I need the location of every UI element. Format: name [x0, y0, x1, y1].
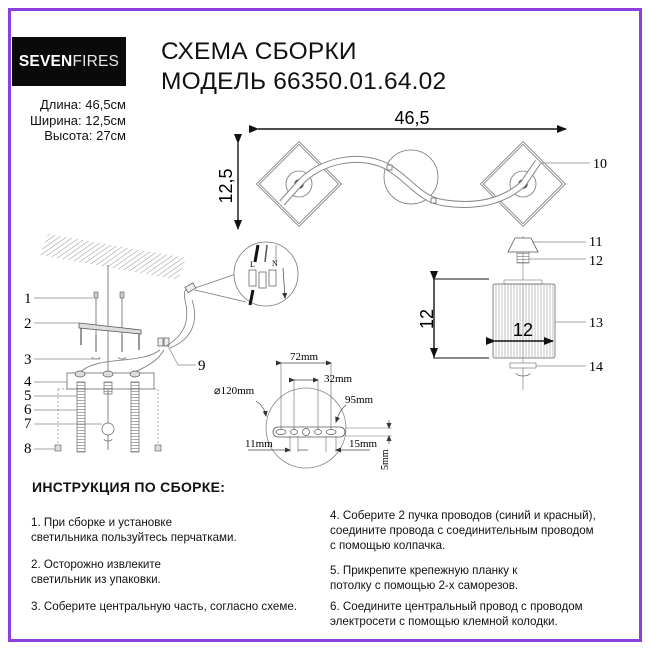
callout-2: 2 [24, 316, 32, 332]
dim-15mm: 15mm [349, 438, 378, 450]
dim-11mm: 11mm [245, 438, 273, 450]
logo-light-text: FIRES [72, 52, 120, 70]
callout-3: 3 [24, 352, 32, 368]
callout-6: 6 [24, 402, 32, 418]
dim-72mm: 72mm [290, 351, 319, 363]
mounting-bracket [78, 322, 142, 335]
terminal-label-l: L [250, 260, 255, 269]
callout-12: 12 [589, 254, 603, 269]
shade-height-label: 12 [417, 309, 437, 329]
exploded-callouts: 1 2 3 4 5 6 7 8 9 [24, 291, 206, 457]
dim-32mm: 32mm [324, 373, 353, 385]
callout-5: 5 [24, 388, 32, 404]
callout-10: 10 [593, 157, 607, 172]
brand-logo: SEVENFIRES [12, 37, 126, 86]
dim-5mm: 5mm [380, 449, 391, 470]
page-frame [8, 8, 642, 642]
mounting-plate-diagram: 72mm 32mm ⌀120mm 95mm 11mm 15mm 5mm [214, 351, 392, 470]
instructions-heading: ИНСТРУКЦИЯ ПО СБОРКЕ: [32, 479, 226, 495]
page-title: СХЕМА СБОРКИ МОДЕЛЬ 66350.01.64.02 [161, 37, 446, 97]
exploded-view: L N 1 2 3 4 5 6 7 [24, 234, 299, 457]
instruction-step-2: 2. Осторожно извлеките светильник из упа… [31, 558, 161, 586]
left-shade-top [256, 141, 342, 227]
width-dimension-label: 12,5 [216, 168, 236, 203]
shade-side-view: 12 12 11 12 13 14 [417, 235, 603, 390]
dim-diameter-120mm: ⌀120mm [214, 385, 255, 397]
dim-95mm: 95mm [345, 394, 374, 406]
callout-1: 1 [24, 291, 32, 307]
title-line-1: СХЕМА СБОРКИ [161, 38, 357, 65]
threaded-tube-left [76, 381, 86, 453]
terminal-label-n: N [272, 259, 278, 268]
shade-width-label: 12 [513, 320, 533, 340]
canopy-top [383, 149, 439, 205]
instruction-step-3: 3. Соберите центральную часть, согласно … [31, 600, 297, 613]
top-view: 46,5 12,5 10 [216, 108, 607, 230]
spec-height: Высота: 27см [44, 128, 126, 143]
length-dimension-label: 46,5 [394, 108, 429, 128]
instruction-step-6: 6. Соедините центральный провод с провод… [330, 600, 583, 628]
callout-7: 7 [24, 416, 32, 432]
callout-8: 8 [24, 441, 32, 457]
callout-9: 9 [198, 358, 206, 374]
instruction-step-1: 1. При сборке и установке светильника по… [31, 516, 237, 544]
spec-width: Ширина: 12,5см [29, 112, 126, 128]
callout-13: 13 [589, 316, 603, 331]
callout-14: 14 [589, 360, 603, 375]
ceiling-hatch [40, 234, 186, 280]
callout-11: 11 [589, 235, 602, 250]
threaded-tube-right [130, 381, 140, 453]
title-line-2: МОДЕЛЬ 66350.01.64.02 [161, 68, 447, 95]
instruction-step-4: 4. Соберите 2 пучка проводов (синий и кр… [330, 509, 596, 552]
logo-bold-text: SEVEN [18, 52, 73, 70]
spec-length: Длина: 46,5см [39, 97, 126, 112]
spec-list: Длина: 46,5см Ширина: 12,5см Высота: 27с… [30, 97, 126, 144]
callout-4: 4 [24, 374, 32, 390]
instruction-step-5: 5. Прикрепите крепежную планку к потолку… [330, 564, 519, 592]
